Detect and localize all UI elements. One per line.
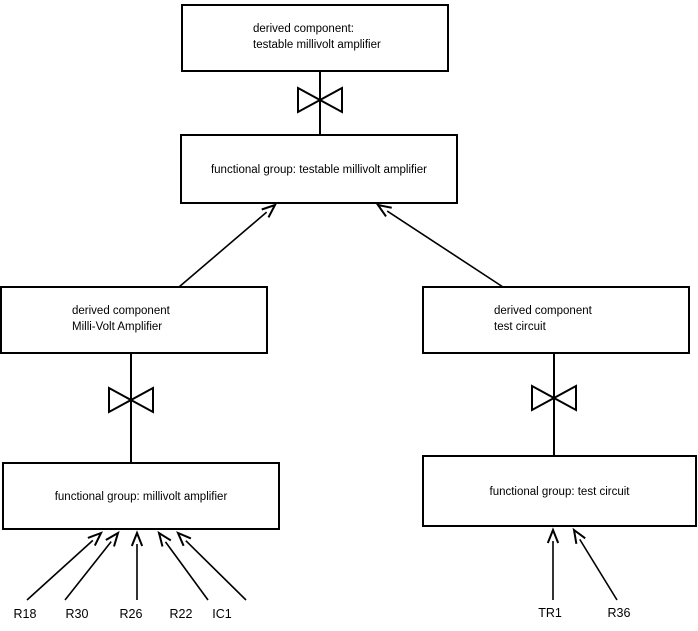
derived-component-test-circuit-line-2: test circuit (494, 321, 547, 333)
arrow-ic1-to-millivolt-amplifier (176, 531, 247, 601)
derived-component-test-circuit-line-1: derived component (494, 305, 593, 317)
arrow-r30-to-millivolt-amplifier-shaft (64, 541, 112, 601)
leaf-label-r26: R26 (120, 607, 143, 621)
bowtie-connector-left-left-triangle (108, 386, 134, 414)
derived-component-milli-volt-amplifier-rect (0, 286, 268, 354)
derived-component-milli-volt-amplifier-line-1: derived component (72, 305, 171, 317)
derived-component-testable-millivolt-amplifier-line-2: testable millivolt amplifier (253, 39, 381, 51)
arrow-milli-volt-amplifier-to-testable-group-head (261, 203, 278, 218)
arrow-milli-volt-amplifier-to-testable-group (178, 203, 278, 288)
bowtie-connector-right-left-triangle (531, 384, 557, 412)
bowtie-connector-right (531, 384, 577, 412)
arrow-test-circuit-to-testable-group (375, 203, 504, 288)
bowtie-connector-top (297, 86, 343, 114)
functional-group-test-circuit-rect (422, 455, 697, 527)
functional-group-test-circuit-line-1: functional group: test circuit (490, 486, 631, 498)
arrow-r18-to-millivolt-amplifier (26, 531, 103, 601)
bowtie-connector-left (108, 386, 154, 414)
derived-component-testable-millivolt-amplifier[interactable]: derived component: testable millivolt amp… (181, 4, 449, 72)
derived-component-testable-millivolt-amplifier-rect (181, 4, 449, 72)
functional-group-millivolt-amplifier-rect (2, 462, 280, 530)
arrow-r30-to-millivolt-amplifier (64, 530, 120, 601)
functional-group-millivolt-amplifier-line-1: functional group: millivolt amplifier (55, 491, 228, 503)
bowtie-connector-right-right-triangle (551, 384, 577, 412)
functional-group-testable-millivolt-amplifier[interactable]: functional group: testable millivolt amp… (180, 134, 458, 204)
arrow-r26-to-millivolt-amplifier (130, 530, 144, 600)
arrow-r22-to-millivolt-amplifier-head (157, 530, 172, 547)
arrow-r22-to-millivolt-amplifier (157, 530, 209, 601)
arrow-test-circuit-to-testable-group-head (375, 203, 392, 218)
leaf-label-r22: R22 (170, 607, 193, 621)
arrow-tr1-to-test-circuit-head (546, 527, 560, 544)
bowtie-connector-left-right-triangle (128, 386, 154, 414)
leaf-label-r36: R36 (608, 606, 631, 620)
arrow-test-circuit-to-testable-group-shaft (386, 210, 504, 288)
arrow-r18-to-millivolt-amplifier-shaft (26, 539, 94, 601)
bowtie-layer (108, 86, 577, 414)
bowtie-connector-top-right-triangle (317, 86, 343, 114)
arrow-milli-volt-amplifier-to-testable-group-shaft (178, 211, 268, 288)
arrow-r36-to-test-circuit-shaft (579, 538, 618, 601)
arrow-r26-to-millivolt-amplifier-head (130, 530, 144, 547)
edge-layer (130, 71, 555, 463)
arrow-r30-to-millivolt-amplifier-head (105, 530, 120, 547)
derived-component-test-circuit[interactable]: derived component test circuit (422, 286, 690, 354)
leaf-label-layer: R18 R30 R26 R22 IC1 TR1 R36 (14, 606, 631, 621)
functional-group-millivolt-amplifier[interactable]: functional group: millivolt amplifier (2, 462, 280, 530)
bowtie-connector-top-left-triangle (297, 86, 323, 114)
leaf-label-r18: R18 (14, 607, 37, 621)
arrow-ic1-to-millivolt-amplifier-shaft (185, 540, 247, 601)
leaf-label-r30: R30 (66, 607, 89, 621)
leaf-label-ic1: IC1 (212, 607, 232, 621)
functional-group-testable-millivolt-amplifier-rect (180, 134, 458, 204)
box-layer: derived component: testable millivolt amp… (0, 4, 697, 530)
functional-group-test-circuit[interactable]: functional group: test circuit (422, 455, 697, 527)
arrow-r22-to-millivolt-amplifier-shaft (164, 541, 209, 601)
functional-group-testable-millivolt-amplifier-line-1: functional group: testable millivolt amp… (211, 164, 427, 176)
derived-component-milli-volt-amplifier-line-2: Milli-Volt Amplifier (72, 321, 162, 333)
arrow-tr1-to-test-circuit (546, 527, 560, 600)
derived-component-testable-millivolt-amplifier-line-1: derived component: (253, 23, 354, 35)
arrow-ic1-to-millivolt-amplifier-head (176, 531, 192, 547)
arrow-r36-to-test-circuit-head (572, 527, 586, 544)
arrow-r36-to-test-circuit (572, 527, 618, 601)
derived-component-test-circuit-rect (422, 286, 690, 354)
leaf-label-tr1: TR1 (538, 606, 562, 620)
arrow-layer (26, 203, 618, 601)
arrow-r18-to-millivolt-amplifier-head (87, 531, 103, 547)
